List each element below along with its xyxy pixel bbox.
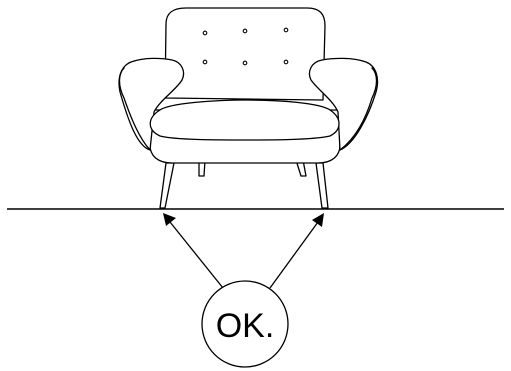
- chair-arm-left-inner: [118, 67, 151, 151]
- tuft-button: [283, 27, 289, 33]
- chair-leg-front-right: [315, 162, 329, 209]
- tuft-button: [202, 59, 208, 65]
- chair-legs: [159, 159, 329, 209]
- chair-backrest: [164, 7, 326, 101]
- tuft-button: [202, 30, 208, 36]
- tuft-button: [242, 60, 248, 66]
- ok-circle: [201, 280, 289, 368]
- arrow-left: [163, 213, 224, 289]
- tuft-button: [242, 28, 248, 34]
- backrest-buttons: [202, 27, 289, 66]
- arrow-left-head-icon: [163, 213, 176, 226]
- chair-leg-front-left: [159, 162, 175, 209]
- ok-label: OK.: [216, 307, 275, 345]
- chair-arm-right-inner: [339, 67, 378, 151]
- chair-arm-right: [308, 57, 379, 151]
- arrow-right-head-icon: [312, 213, 324, 227]
- tuft-button: [283, 59, 289, 65]
- arrow-right: [269, 213, 324, 289]
- chair-seat-cushion: [149, 99, 340, 141]
